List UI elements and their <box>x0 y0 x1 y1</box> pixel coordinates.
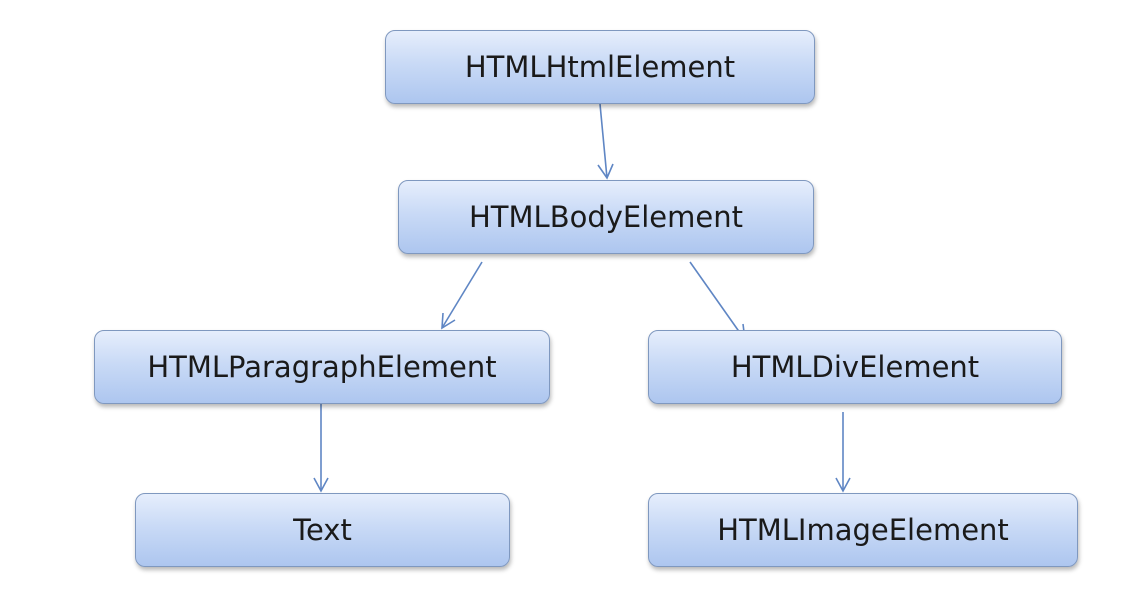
edge-html-to-body <box>597 103 614 180</box>
edge-div-to-image <box>835 412 851 493</box>
node-body-element: HTMLBodyElement <box>398 180 814 254</box>
edge-body-to-paragraph <box>441 261 483 330</box>
edge-paragraph-to-text <box>313 404 329 493</box>
node-div-element: HTMLDivElement <box>648 330 1062 404</box>
node-html-element: HTMLHtmlElement <box>385 30 815 104</box>
node-image-element: HTMLImageElement <box>648 493 1078 567</box>
node-text: Text <box>135 493 510 567</box>
node-paragraph-element: HTMLParagraphElement <box>94 330 550 404</box>
edge-body-to-div <box>689 261 747 342</box>
